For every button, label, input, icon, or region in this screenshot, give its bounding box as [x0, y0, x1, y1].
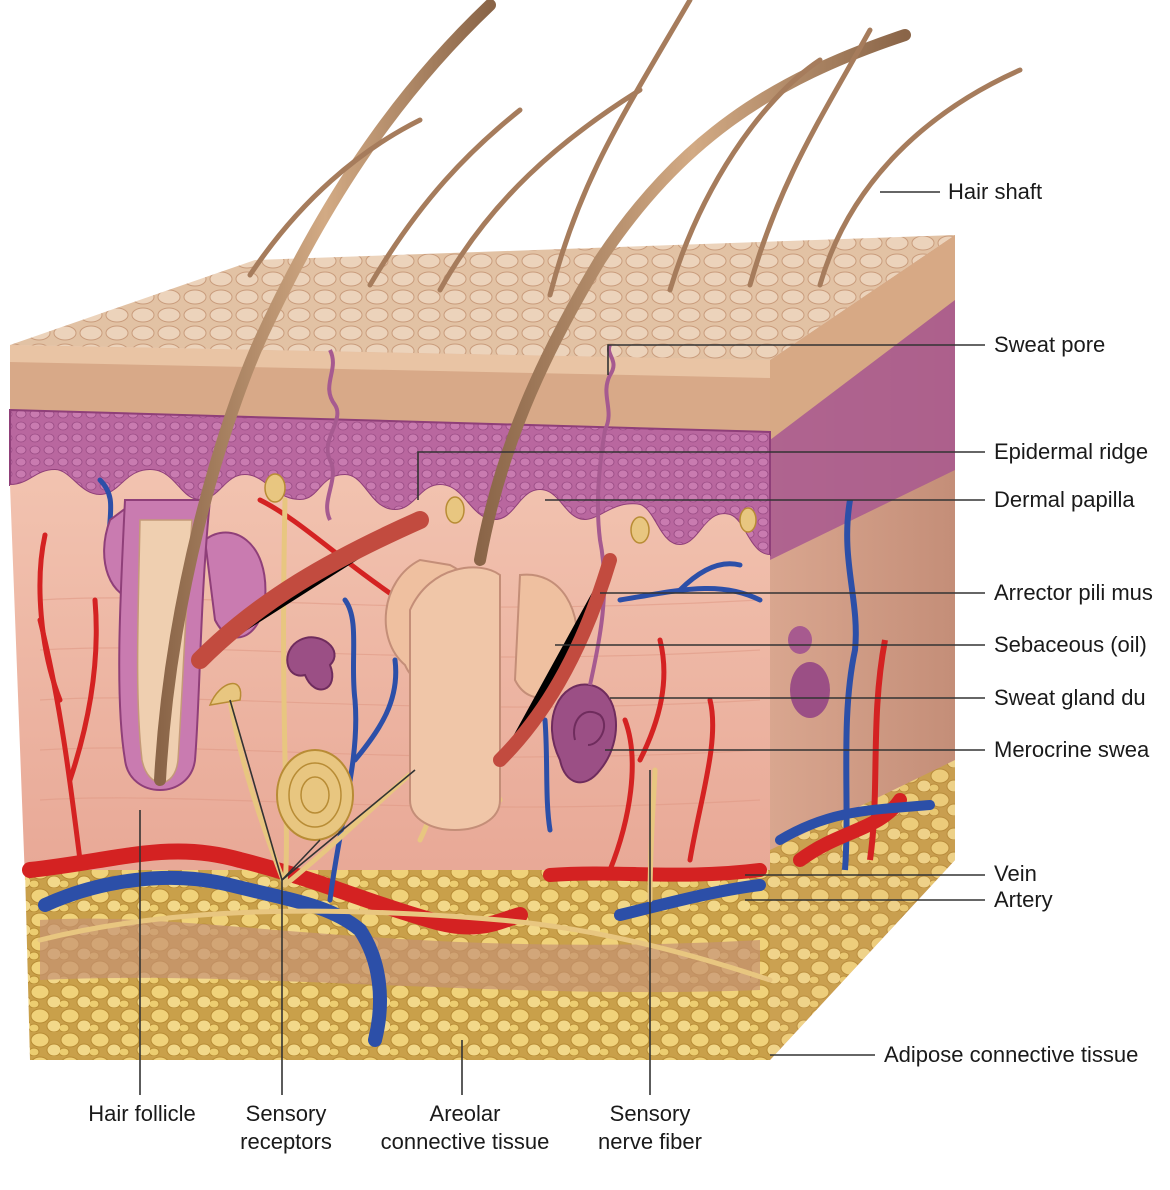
epidermis — [9, 345, 771, 557]
label-merocrine-sweat-gland: Merocrine swea — [994, 737, 1150, 762]
hair-shafts — [154, 0, 1023, 786]
label-sebaceous-gland: Sebaceous (oil) — [994, 632, 1147, 657]
skin-surface — [10, 235, 955, 360]
label-epidermal-ridge: Epidermal ridge — [994, 439, 1149, 464]
label-adipose-tissue: Adipose connective tissue — [884, 1042, 1139, 1067]
label-areolar-line2: connective tissue — [380, 1129, 550, 1154]
label-hair-follicle: Hair follicle — [88, 1101, 196, 1126]
label-dermal-papilla: Dermal papilla — [994, 487, 1135, 512]
side-face — [770, 235, 955, 1060]
label-hair-shaft: Hair shaft — [948, 179, 1043, 204]
label-areolar-line1: Areolar — [429, 1101, 501, 1126]
hypodermis — [25, 870, 770, 1060]
label-arrector-pili: Arrector pili mus — [994, 580, 1153, 605]
label-sweat-gland-duct: Sweat gland du — [994, 685, 1146, 710]
label-sensory-nerve-line2: nerve fiber — [598, 1129, 702, 1154]
label-sensory-nerve-line1: Sensory — [609, 1101, 691, 1126]
label-sensory-receptors-line2: receptors — [240, 1129, 332, 1154]
label-vein: Vein — [994, 861, 1037, 886]
arrector-pili-muscles — [191, 511, 617, 767]
label-sensory-receptors-line1: Sensory — [245, 1101, 327, 1126]
label-artery: Artery — [994, 887, 1053, 912]
sensory-receptors — [208, 473, 757, 841]
label-sweat-pore: Sweat pore — [994, 332, 1106, 357]
leader-lines — [139, 191, 985, 1095]
